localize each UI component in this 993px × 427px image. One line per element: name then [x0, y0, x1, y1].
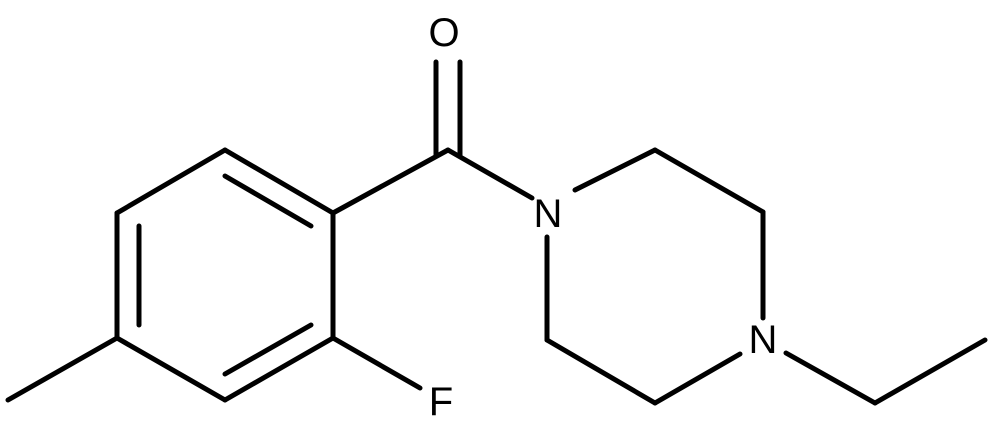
bond-fluorine	[330, 335, 423, 391]
amide-nitrogen-label: N	[534, 192, 563, 236]
fluorine-atom-label: F	[429, 380, 453, 424]
bond-carbonyl-n	[445, 147, 535, 201]
ethyl-group	[783, 337, 988, 406]
oxygen-atom-label: O	[428, 11, 459, 55]
bond-carbonyl-ring	[330, 147, 451, 216]
ethyl-nitrogen-label: N	[749, 318, 778, 362]
benzene-ring	[114, 147, 336, 403]
carbonyl-double-bond	[433, 59, 463, 158]
bond-methyl	[5, 335, 120, 403]
piperazine-ring	[544, 147, 766, 406]
